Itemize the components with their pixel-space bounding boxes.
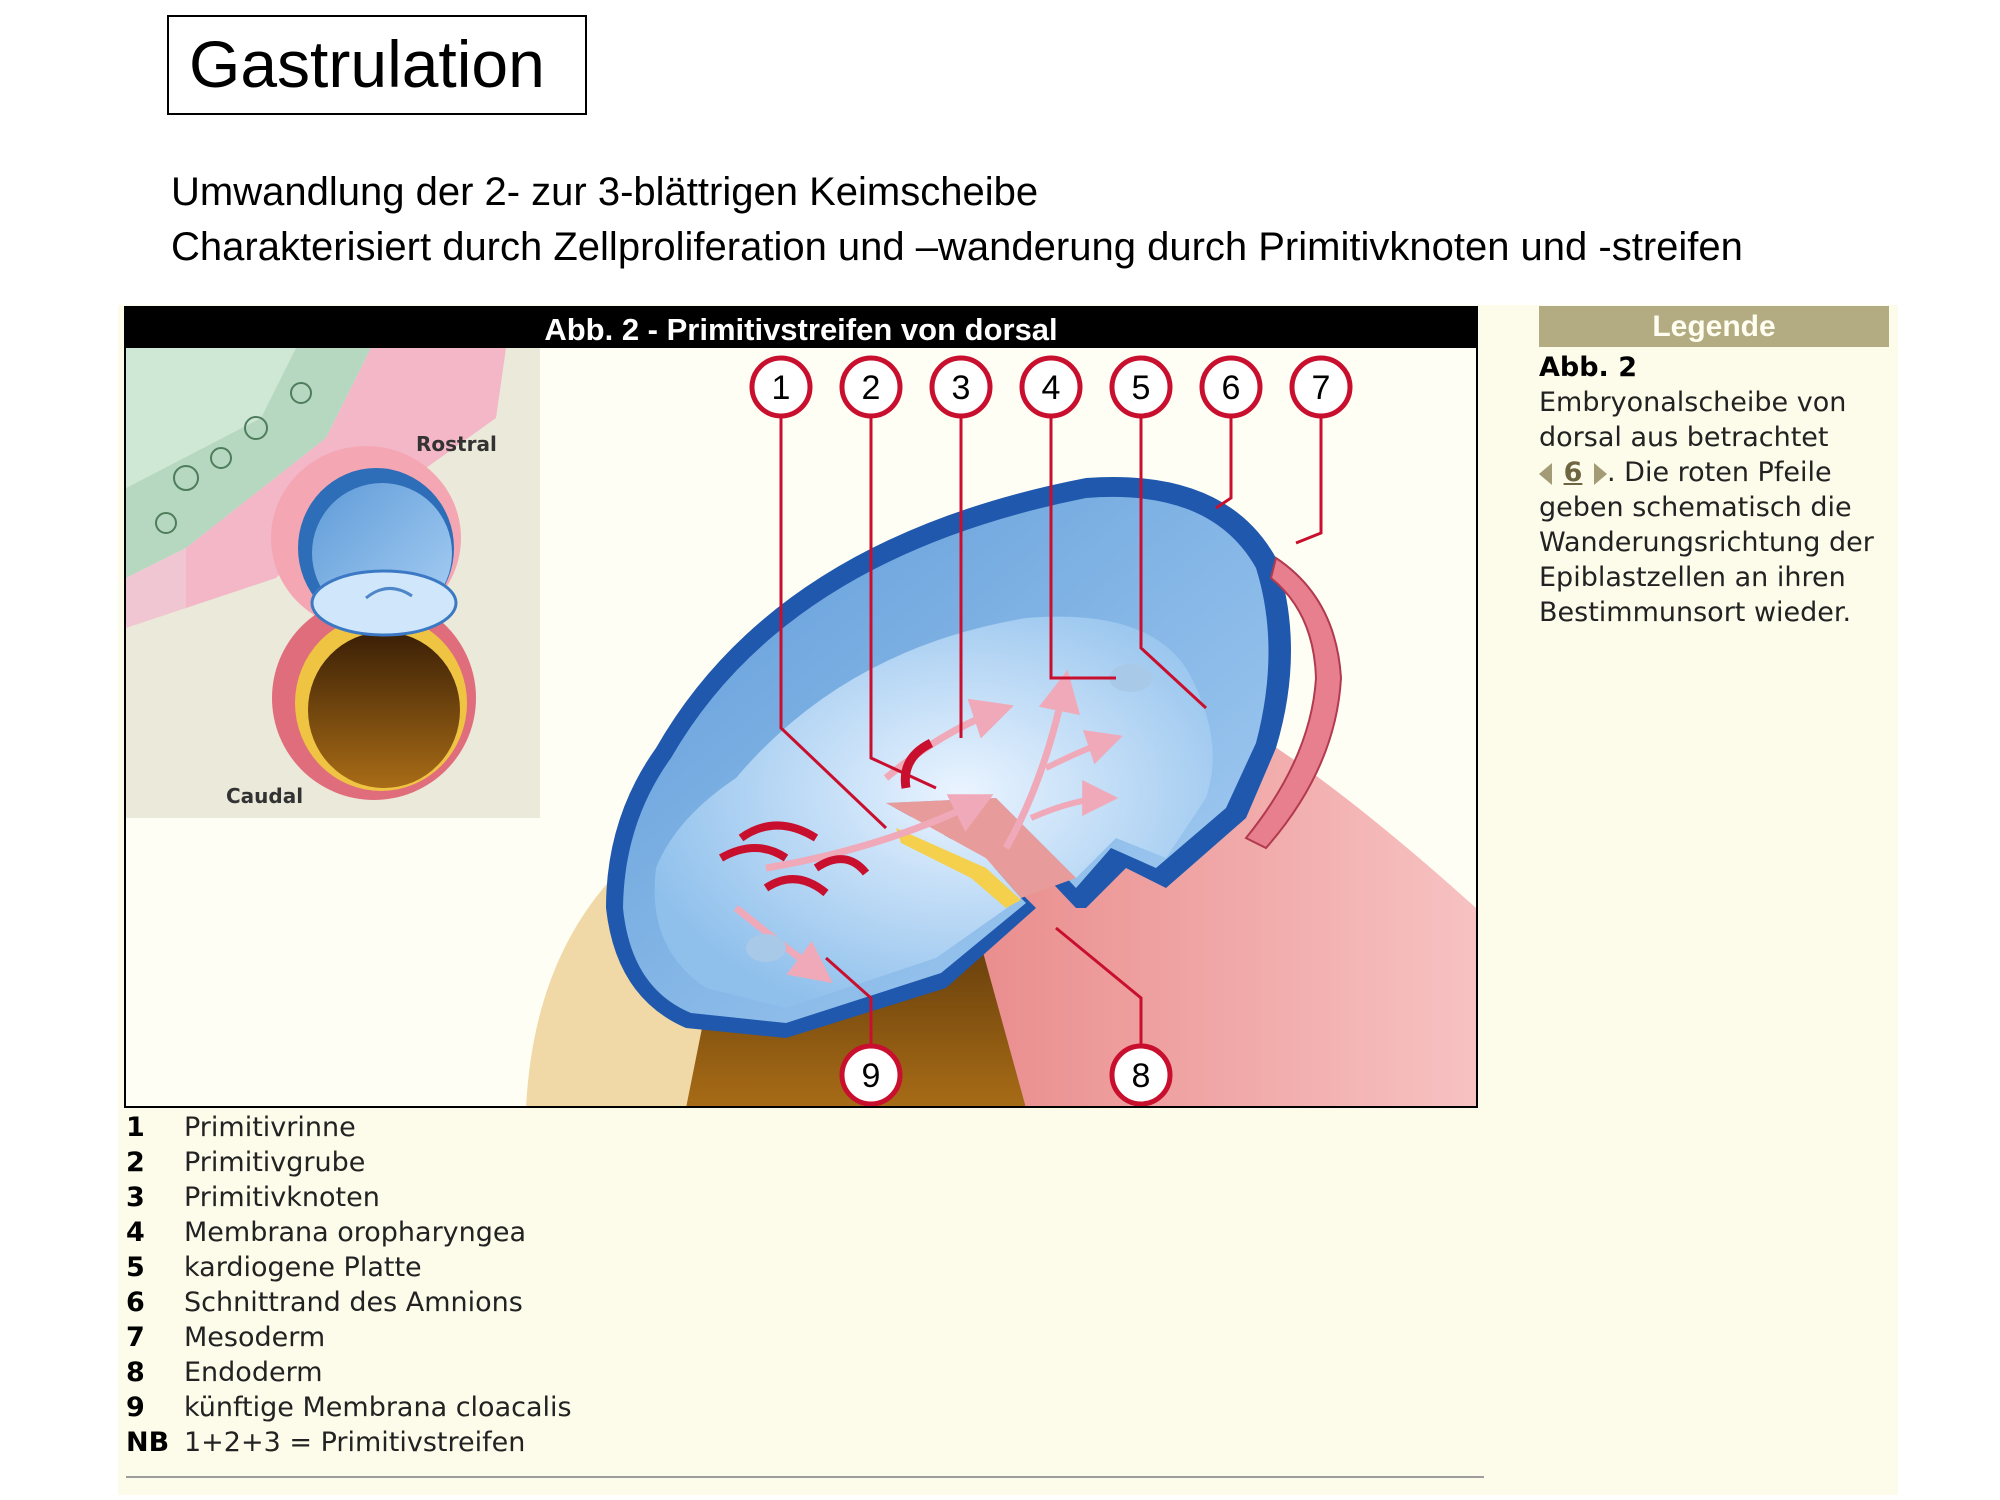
callout-9-number: 9 — [862, 1057, 881, 1095]
legend-item: NB 1+2+3 = Primitivstreifen — [126, 1425, 1486, 1460]
inset-label-rostral: Rostral — [416, 432, 497, 456]
legend-number: 7 — [126, 1322, 145, 1353]
legend-item: 5 kardiogene Platte — [126, 1250, 1486, 1285]
callout-6-number: 6 — [1222, 369, 1241, 407]
figure-nav[interactable]: 6 — [1539, 455, 1607, 490]
embryo-diagram: Rostral Caudal — [126, 348, 1476, 1106]
callout-1-number: 1 — [772, 369, 791, 407]
legend-item: 4 Membrana oropharyngea — [126, 1215, 1486, 1250]
legend-item: 8 Endoderm — [126, 1355, 1486, 1390]
legend-text: 1+2+3 = Primitivstreifen — [184, 1427, 526, 1458]
legend-text: Endoderm — [184, 1357, 323, 1388]
page-title: Gastrulation — [189, 27, 545, 101]
description-text-after: . Die roten Pfeile geben schematisch die… — [1539, 457, 1874, 628]
legend-number: 3 — [126, 1182, 145, 1213]
previous-arrow-icon[interactable] — [1539, 462, 1552, 485]
divider — [126, 1476, 1484, 1478]
next-arrow-icon[interactable] — [1593, 462, 1607, 485]
figure-header-text: Abb. 2 - Primitivstreifen von dorsal — [544, 312, 1058, 347]
legend-header-text: Legende — [1652, 310, 1776, 343]
callout-7-number: 7 — [1312, 369, 1331, 407]
legend-number: 9 — [126, 1392, 145, 1423]
leader-lines — [779, 413, 1323, 1068]
legend-number: 2 — [126, 1147, 145, 1178]
legend-text: Primitivrinne — [184, 1112, 356, 1143]
numbered-legend: 1 Primitivrinne 2 Primitivgrube 3 Primitivk… — [126, 1110, 1486, 1460]
inset-label-caudal: Caudal — [226, 784, 303, 808]
legend-number: NB — [126, 1427, 170, 1458]
title-box: Gastrulation — [167, 15, 587, 115]
figure-nav-number[interactable]: 6 — [1563, 457, 1583, 488]
legend-description: Abb. 2 Embryonalscheibe von dorsal aus b… — [1539, 350, 1894, 630]
callout-2-number: 2 — [862, 369, 881, 407]
legend-number: 5 — [126, 1252, 145, 1283]
callout-4-number: 4 — [1042, 369, 1061, 407]
legend-text: Membrana oropharyngea — [184, 1217, 527, 1248]
legend-item: 3 Primitivknoten — [126, 1180, 1486, 1215]
callout-8: 8 — [1109, 1043, 1173, 1106]
inset-overview: Rostral Caudal — [126, 348, 540, 818]
callout-3-number: 3 — [952, 369, 971, 407]
callout-6: 6 — [1199, 355, 1263, 419]
legend-number: 1 — [126, 1112, 145, 1143]
legend-header: Legende — [1539, 306, 1889, 347]
legend-text: künftige Membrana cloacalis — [184, 1392, 572, 1423]
callout-3: 3 — [929, 355, 993, 419]
embryo-main — [526, 477, 1476, 1106]
legend-text: Primitivknoten — [184, 1182, 380, 1213]
legend-item: 2 Primitivgrube — [126, 1145, 1486, 1180]
legend-item: 9 künftige Membrana cloacalis — [126, 1390, 1486, 1425]
callout-1: 1 — [749, 355, 813, 419]
callout-5-number: 5 — [1132, 369, 1151, 407]
legend-item: 7 Mesoderm — [126, 1320, 1486, 1355]
description-text-before: Embryonalscheibe von dorsal aus betracht… — [1539, 387, 1847, 453]
figure-header: Abb. 2 - Primitivstreifen von dorsal — [126, 308, 1476, 348]
legend-number: 8 — [126, 1357, 145, 1388]
legend-text: Primitivgrube — [184, 1147, 366, 1178]
callout-4: 4 — [1019, 355, 1083, 419]
callout-7: 7 — [1289, 355, 1353, 419]
legend-number: 6 — [126, 1287, 145, 1318]
subtitle-line-2: Charakterisiert durch Zellproliferation … — [171, 225, 1743, 269]
legend-item: 1 Primitivrinne — [126, 1110, 1486, 1145]
legend-item: 6 Schnittrand des Amnions — [126, 1285, 1486, 1320]
subtitle-line-1: Umwandlung der 2- zur 3-blättrigen Keims… — [171, 170, 1039, 214]
legend-text: Schnittrand des Amnions — [184, 1287, 523, 1318]
legend-text: Mesoderm — [184, 1322, 326, 1353]
legend-number: 4 — [126, 1217, 145, 1248]
callout-8-number: 8 — [1132, 1057, 1151, 1095]
callout-5: 5 — [1109, 355, 1173, 419]
callout-2: 2 — [839, 355, 903, 419]
callout-9: 9 — [839, 1043, 903, 1106]
figure-panel: Abb. 2 - Primitivstreifen von dorsal — [124, 306, 1478, 1108]
legend-text: kardiogene Platte — [184, 1252, 422, 1283]
figure-reference: Abb. 2 — [1539, 352, 1637, 383]
